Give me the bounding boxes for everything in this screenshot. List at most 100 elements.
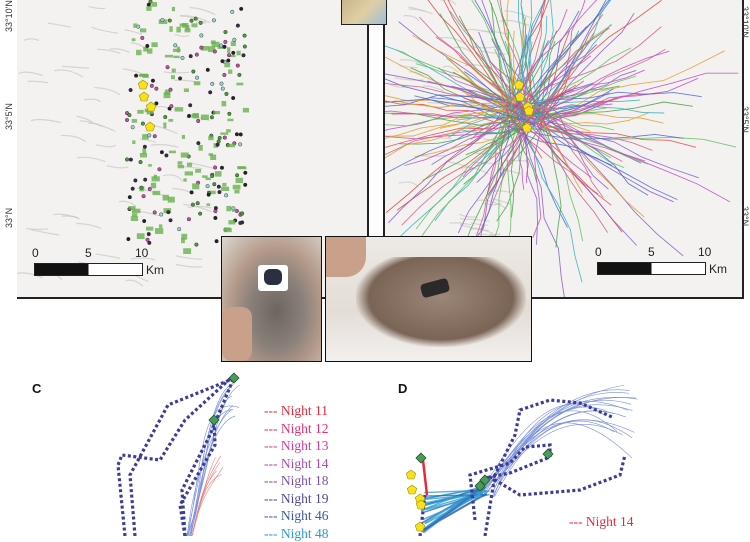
foraging-point xyxy=(225,92,229,96)
hillshade-ridge xyxy=(91,27,117,33)
orchard-patch xyxy=(222,183,226,186)
roost-icon xyxy=(146,102,156,111)
foraging-point xyxy=(189,54,193,58)
hand xyxy=(326,237,366,277)
foraging-point xyxy=(169,218,173,222)
legend-item: --- Night 46 xyxy=(264,508,329,524)
hillshade-ridge xyxy=(126,280,143,286)
scale-tick: 0 xyxy=(32,246,39,260)
foraging-point xyxy=(147,134,151,138)
foraging-point xyxy=(200,34,204,38)
orchard-patch xyxy=(132,119,137,123)
orchard-patch xyxy=(192,183,199,189)
latitude-label: 33°10'N xyxy=(4,0,14,32)
foraging-point xyxy=(231,96,235,100)
foraging-point xyxy=(228,112,232,116)
foraging-point xyxy=(217,185,221,189)
orchard-patch xyxy=(234,190,239,194)
orchard-patch xyxy=(226,206,231,211)
foraging-point xyxy=(190,191,194,195)
orchard-patch xyxy=(178,165,184,168)
hillshade-ridge xyxy=(24,39,39,41)
scale-unit: Km xyxy=(146,263,164,277)
foraging-point xyxy=(192,70,196,74)
orchard-patch xyxy=(140,28,146,32)
foraging-point xyxy=(243,34,247,38)
legend-item: --- Night 19 xyxy=(264,491,329,507)
photo-bat-tag-front xyxy=(221,236,322,362)
scale-tick: 0 xyxy=(595,245,602,259)
orchard-patch xyxy=(131,216,138,221)
orchard-patch xyxy=(175,107,184,111)
foraging-point xyxy=(238,73,242,77)
foraging-point xyxy=(220,166,224,170)
foraging-point xyxy=(223,45,227,49)
orchard-patch xyxy=(176,27,181,33)
hillshade-ridge xyxy=(176,256,202,259)
foraging-point xyxy=(227,53,231,57)
orchard-patch xyxy=(146,6,151,11)
orchard-patch xyxy=(180,23,187,26)
orchard-patch xyxy=(148,164,152,167)
orchard-patch xyxy=(151,42,157,47)
latitude-label: 33°N xyxy=(4,208,14,228)
foraging-point xyxy=(236,64,240,68)
orchard-patch xyxy=(183,178,186,181)
foraging-point xyxy=(187,114,191,118)
hillshade-ridge xyxy=(443,66,458,72)
orchard-patch xyxy=(185,25,189,30)
flight-track xyxy=(538,103,683,256)
orchard-patch xyxy=(168,197,175,203)
hillshade-ridge xyxy=(140,139,156,143)
hillshade-ridge xyxy=(48,23,71,27)
foraging-point xyxy=(235,173,239,177)
foraging-point xyxy=(128,113,132,117)
hillshade-ridge xyxy=(26,229,48,230)
orchard-patch xyxy=(142,148,146,153)
hillshade-ridge xyxy=(76,223,101,228)
foraging-point xyxy=(207,193,211,197)
orchard-patch xyxy=(220,132,228,134)
orchard-patch xyxy=(171,75,175,79)
foraging-point xyxy=(242,53,246,57)
foraging-point xyxy=(125,118,129,122)
foraging-point xyxy=(125,158,129,162)
foraging-point xyxy=(218,136,222,140)
foraging-point xyxy=(210,174,214,178)
foraging-point xyxy=(238,143,242,147)
foraging-point xyxy=(235,132,239,136)
foraging-point xyxy=(178,77,182,81)
hillshade-ridge xyxy=(62,66,89,68)
foraging-point xyxy=(142,194,146,198)
foraging-point xyxy=(221,59,225,63)
hillshade-ridge xyxy=(28,81,49,83)
panel-d-tracks xyxy=(400,365,660,536)
orchard-patch xyxy=(243,108,249,113)
foraging-point xyxy=(150,84,154,88)
foraging-point xyxy=(213,166,217,170)
foraging-point xyxy=(141,122,145,126)
orchard-patch xyxy=(177,47,180,53)
flight-track xyxy=(385,103,519,140)
orchard-patch xyxy=(236,178,244,183)
hillshade-ridge xyxy=(125,30,143,35)
foraging-point xyxy=(151,79,155,83)
foraging-point xyxy=(146,238,150,242)
orchard-patch xyxy=(231,41,236,46)
scale-bar-right xyxy=(597,262,706,275)
hillshade-ridge xyxy=(107,166,129,168)
foraging-point xyxy=(224,194,228,198)
latitude-label: 33°N xyxy=(740,206,750,226)
latitude-label: 33°5'N xyxy=(4,103,14,130)
foraging-point xyxy=(208,91,212,95)
foraging-point xyxy=(223,136,227,140)
orchard-patch xyxy=(227,119,233,122)
hillshade-ridge xyxy=(176,265,202,267)
foraging-point xyxy=(196,201,200,205)
flight-track xyxy=(192,463,220,536)
hillshade-ridge xyxy=(31,119,61,122)
foraging-point xyxy=(153,134,157,138)
orchard-patch xyxy=(181,238,185,243)
orchard-patch xyxy=(183,248,191,254)
foraging-point xyxy=(173,44,177,48)
